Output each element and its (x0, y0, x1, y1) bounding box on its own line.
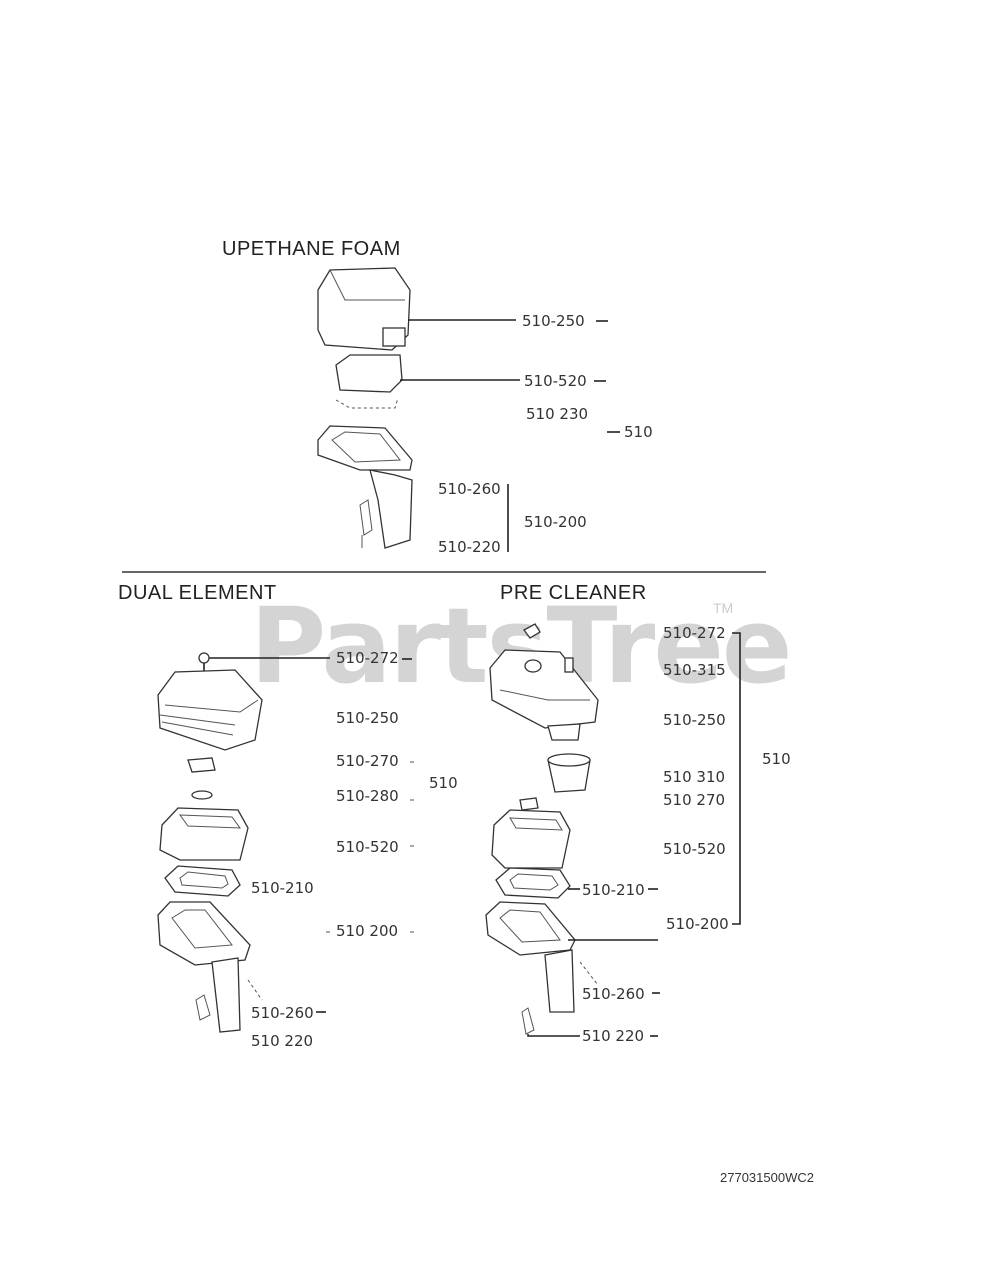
urethane-cover-part (317, 267, 411, 351)
callout-label: 510-250 (663, 711, 726, 729)
pre-cover-part (489, 649, 599, 741)
callout-label: 510 270 (663, 791, 726, 809)
pre-cleaner-cup-part (547, 753, 591, 793)
pre-element-part (491, 809, 571, 869)
callout-label: 510 (762, 750, 791, 768)
callout-label: 510-200 (666, 915, 729, 933)
callout-label: 510-220 (438, 538, 501, 556)
callout-label: 510 200 (336, 922, 399, 940)
pre-gasket-part (495, 867, 571, 899)
callout-label: 510-260 (438, 480, 501, 498)
callout-label: 510-270 (336, 752, 399, 770)
callout-label: 510-272 (336, 649, 399, 667)
urethane-base-part (317, 425, 413, 549)
callout-label: 510-520 (336, 838, 399, 856)
pre-wing-nut-part (519, 797, 539, 811)
pre-knob-part (523, 623, 541, 639)
callout-label: 510-260 (251, 1004, 314, 1022)
callout-label: 510-210 (582, 881, 645, 899)
callout-label: 510-210 (251, 879, 314, 897)
callout-label: 510-520 (663, 840, 726, 858)
callout-label: 510-200 (524, 513, 587, 531)
callout-label: 510 (429, 774, 458, 792)
callout-label: 510-250 (522, 312, 585, 330)
urethane-foam-element-part (335, 354, 403, 409)
dual-element-part (159, 807, 249, 861)
dual-gasket-part (164, 865, 241, 897)
callout-label: 510-520 (524, 372, 587, 390)
callout-label: 510 (624, 423, 653, 441)
callout-label: 510-280 (336, 787, 399, 805)
callout-label: 510 230 (526, 405, 589, 423)
callout-label: 510-250 (336, 709, 399, 727)
callout-label: 510 220 (251, 1032, 314, 1050)
dual-base-part (157, 901, 251, 1033)
callout-label: 510 220 (582, 1027, 645, 1045)
trademark-symbol: TM (713, 600, 734, 616)
dual-washer-part (191, 790, 213, 800)
drawing-code: 277031500WC2 (720, 1170, 814, 1185)
heading-dual-element: DUAL ELEMENT (118, 582, 277, 604)
callout-label: 510-315 (663, 661, 726, 679)
callout-label: 510-272 (663, 624, 726, 642)
heading-urethane-foam: UPETHANE FOAM (222, 238, 401, 260)
callout-label: 510 310 (663, 768, 726, 786)
dual-cover-part (157, 652, 263, 751)
heading-pre-cleaner: PRE CLEANER (500, 582, 647, 604)
callout-label: 510-260 (582, 985, 645, 1003)
dual-nut-part (187, 757, 216, 773)
pre-base-part (485, 901, 576, 1035)
